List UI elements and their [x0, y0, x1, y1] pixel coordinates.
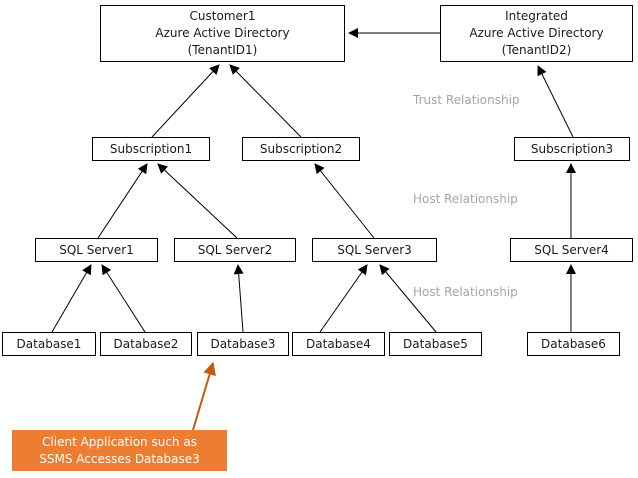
- node-label: SQL Server2: [197, 242, 273, 257]
- node-sql-server3: SQL Server3: [312, 238, 437, 262]
- node-subscription2: Subscription2: [242, 137, 360, 161]
- node-label: SQL Server4: [534, 242, 609, 257]
- node-subscription3: Subscription3: [514, 137, 630, 161]
- node-label-line: Azure Active Directory: [155, 26, 290, 40]
- node-label-line: Azure Active Directory: [469, 26, 604, 40]
- host-relationship-label-upper: Host Relationship: [413, 192, 518, 206]
- node-database3: Database3: [197, 332, 289, 356]
- node-sql-server2: SQL Server2: [174, 238, 296, 262]
- node-label: Subscription3: [530, 141, 614, 156]
- node-database5: Database5: [389, 332, 482, 356]
- node-label: Database5: [403, 336, 468, 351]
- callout-line: SSMS Accesses Database3: [39, 451, 200, 466]
- node-label: Database2: [113, 336, 179, 351]
- node-database2: Database2: [100, 332, 192, 356]
- node-integrated-azure-ad: Integrated Azure Active Directory (Tenan…: [440, 5, 633, 62]
- node-database6: Database6: [527, 332, 620, 356]
- node-label: Database3: [210, 336, 276, 351]
- node-label-line: (TenantID2): [501, 43, 572, 57]
- client-application-callout: Client Application such as SSMS Accesses…: [12, 430, 227, 471]
- node-sql-server1: SQL Server1: [35, 238, 158, 262]
- node-label-line: Customer1: [189, 9, 256, 23]
- node-label: Database6: [541, 336, 606, 351]
- node-label: Subscription1: [109, 141, 193, 156]
- trust-relationship-label: Trust Relationship: [413, 93, 520, 107]
- node-label: Database4: [306, 336, 371, 351]
- callout-line: Client Application such as: [42, 434, 197, 449]
- host-relationship-label-lower: Host Relationship: [413, 285, 518, 299]
- node-customer1-azure-ad: Customer1 Azure Active Directory (Tenant…: [100, 5, 345, 62]
- node-label: SQL Server1: [59, 242, 134, 257]
- node-subscription1: Subscription1: [92, 137, 210, 161]
- node-label: Database1: [16, 336, 82, 351]
- node-label: SQL Server3: [337, 242, 412, 257]
- node-sql-server4: SQL Server4: [510, 238, 633, 262]
- node-database4: Database4: [292, 332, 385, 356]
- node-label-line: (TenantID1): [187, 43, 258, 57]
- node-label-line: Integrated: [505, 9, 568, 23]
- node-database1: Database1: [2, 332, 96, 356]
- node-label: Subscription2: [259, 141, 343, 156]
